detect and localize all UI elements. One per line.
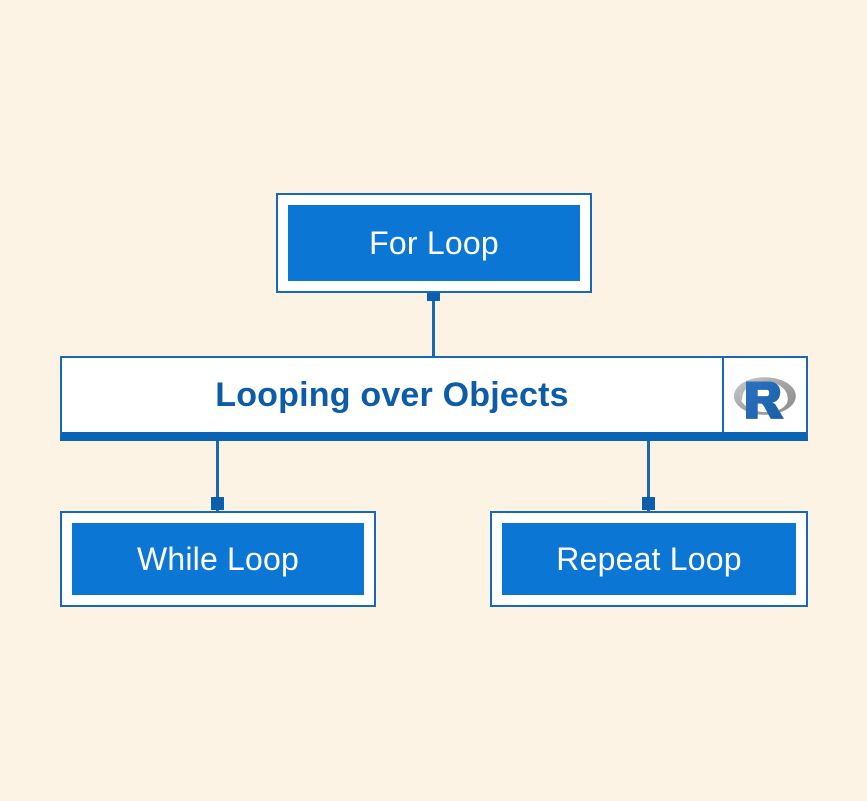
connector-root-to-repeatloop [647,440,650,512]
connector-node-whileloop [211,497,224,510]
root-logo-cell [724,358,806,432]
connector-root-to-whileloop [216,440,219,512]
node-for-loop-fill: For Loop [288,205,580,281]
node-for-loop[interactable]: For Loop [276,193,592,293]
node-while-loop[interactable]: While Loop [60,511,376,607]
node-looping-over-objects[interactable]: Looping over Objects [60,356,808,441]
node-while-loop-fill: While Loop [72,523,364,595]
connector-node-repeatloop [642,497,655,510]
r-language-logo-icon [734,377,796,419]
root-title-cell: Looping over Objects [62,358,724,432]
node-for-loop-label: For Loop [369,225,499,261]
connector-forloop-to-root [432,291,435,357]
node-repeat-loop[interactable]: Repeat Loop [490,511,808,607]
node-while-loop-label: While Loop [136,541,300,577]
node-repeat-loop-label: Repeat Loop [556,541,742,577]
root-title-label: Looping over Objects [215,376,569,414]
node-repeat-loop-fill: Repeat Loop [502,523,796,595]
